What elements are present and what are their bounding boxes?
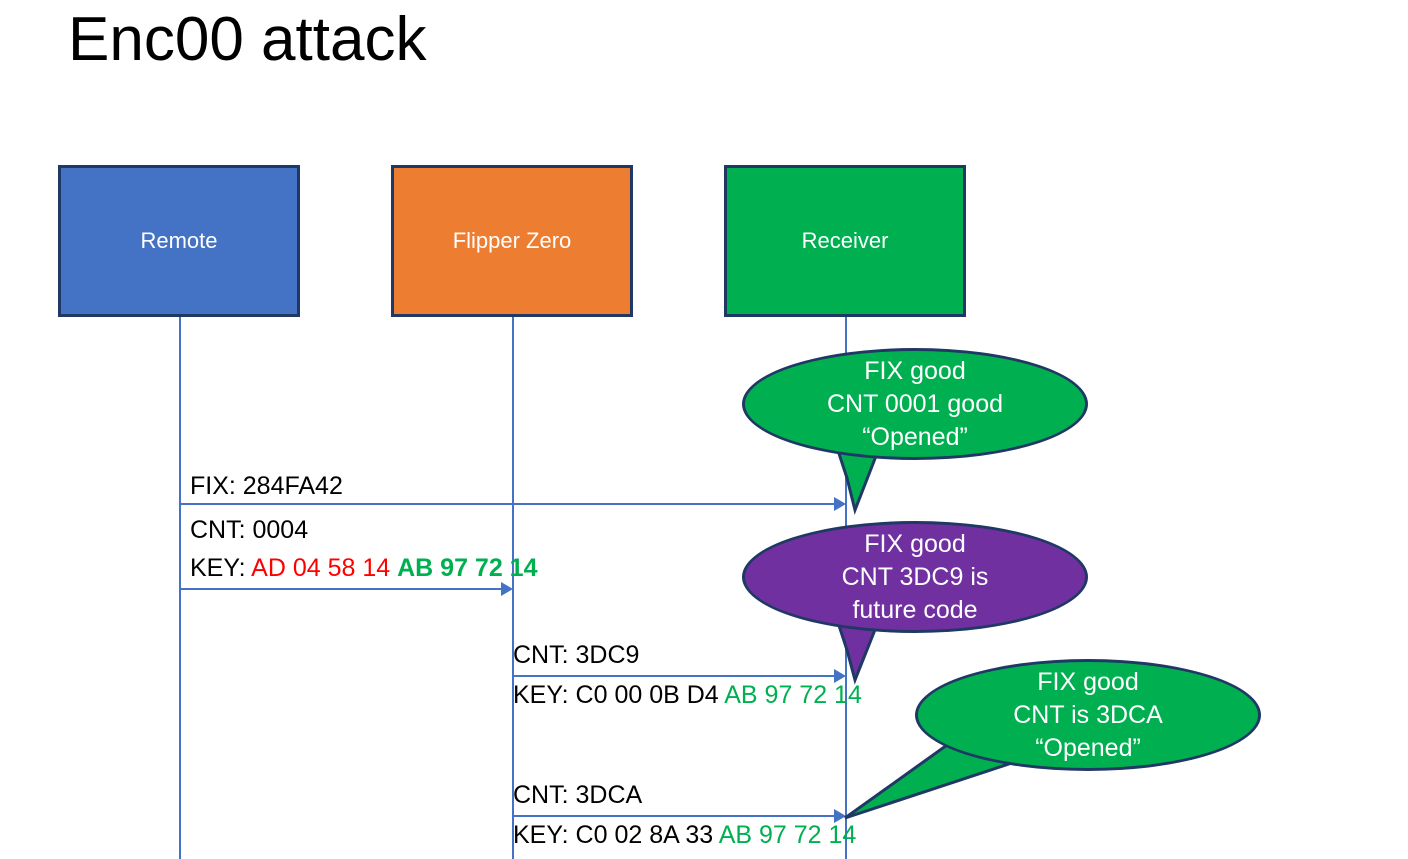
- bubble-1-line-3: “Opened”: [862, 422, 968, 451]
- key-label-2: KEY:: [190, 554, 252, 582]
- message-arrow-head-4: [834, 809, 846, 823]
- bubble-3-line-3: “Opened”: [1035, 733, 1141, 762]
- bubble-2-line-2: CNT 3DC9 is: [841, 562, 989, 591]
- bubble-2-line-3: future code: [852, 595, 978, 624]
- actor-label-flipper-zero: Flipper Zero: [452, 228, 572, 253]
- bubble-receiver-reject[interactable]: FIX good CNT 3DC9 is future code: [742, 521, 1088, 633]
- message-arrow-line-3: [513, 675, 835, 677]
- bubble-3-line-2: CNT is 3DCA: [1013, 700, 1163, 729]
- bubble-1-line-2: CNT 0001 good: [826, 389, 1004, 418]
- message-label-4-line-1: CNT: 3DCA: [513, 781, 643, 809]
- message-label-1-line-1: FIX: 284FA42: [190, 472, 343, 500]
- key-label-3: KEY: C0 00 0B D4: [513, 681, 725, 709]
- key-label-4: KEY: C0 02 8A 33: [513, 821, 719, 849]
- message-label-2-line-2: KEY: AD 04 58 14 AB 97 72 14: [190, 556, 537, 581]
- actor-box-receiver[interactable]: Receiver: [724, 165, 966, 317]
- bubble-receiver-ack-2[interactable]: FIX good CNT is 3DCA “Opened”: [915, 659, 1261, 771]
- message-arrow-line-1: [180, 503, 835, 505]
- actor-label-receiver: Receiver: [801, 228, 889, 253]
- bubble-1-line-1: FIX good: [864, 356, 966, 385]
- actor-box-remote[interactable]: Remote: [58, 165, 300, 317]
- key-good-bytes-3: AB 97 72 14: [724, 681, 862, 709]
- actor-box-flipper-zero[interactable]: Flipper Zero: [391, 165, 633, 317]
- key-good-bytes-4: AB 97 72 14: [718, 821, 857, 849]
- message-label-4-line-2: KEY: C0 02 8A 33 AB 97 72 14: [513, 823, 856, 848]
- message-label-2-line-1: CNT: 0004: [190, 516, 309, 544]
- key-good-bytes-2: AB 97 72 14: [397, 554, 538, 582]
- message-label-3-line-1: CNT: 3DC9: [513, 641, 640, 669]
- message-arrow-line-2: [180, 588, 502, 590]
- page-title: Enc00 attack: [68, 5, 427, 74]
- message-arrow-head-1: [834, 497, 846, 511]
- actor-label-remote: Remote: [140, 228, 218, 253]
- message-arrow-head-2: [501, 582, 513, 596]
- bubble-receiver-ack-1[interactable]: FIX good CNT 0001 good “Opened”: [742, 348, 1088, 460]
- message-arrow-line-4: [513, 815, 835, 817]
- message-label-3-line-2: KEY: C0 00 0B D4 AB 97 72 14: [513, 683, 862, 708]
- key-bad-bytes-2: AD 04 58 14: [251, 554, 398, 582]
- lifeline-flipper: [512, 317, 514, 859]
- bubble-3-line-1: FIX good: [1037, 667, 1139, 696]
- message-arrow-head-3: [834, 669, 846, 683]
- bubble-2-line-1: FIX good: [864, 529, 966, 558]
